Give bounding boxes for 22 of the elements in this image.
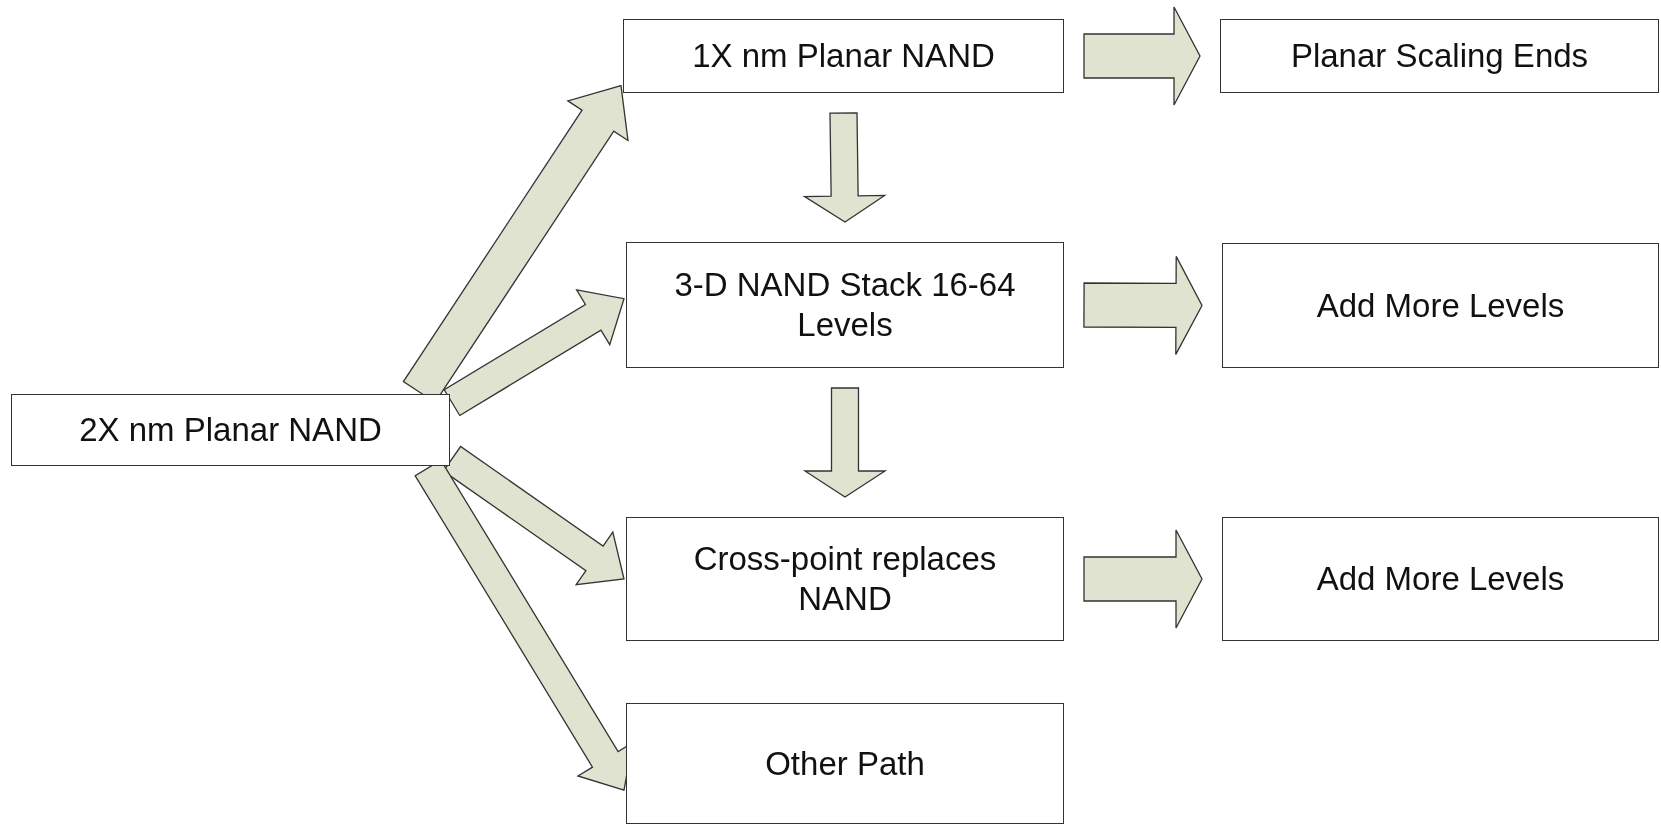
process-box [1222,517,1659,641]
block-arrow [1083,6,1201,106]
block-arrow [443,289,625,417]
block-arrow [802,112,887,223]
process-box [626,242,1064,368]
process-box [623,19,1064,93]
block-arrow [1083,255,1203,356]
process-box [1222,243,1659,368]
process-box [626,517,1064,641]
box-label: Planar Scaling Ends [1289,36,1590,76]
process-box [11,394,450,466]
box-label: 1X nm Planar NAND [691,36,996,76]
box-label: 2X nm Planar NAND [78,410,383,450]
box-label: Other Path [764,743,926,784]
process-box [626,703,1064,824]
box-label: Cross-point replaces NAND [692,539,998,619]
block-arrow [1083,529,1203,629]
box-label: Add More Levels [1315,285,1566,326]
box-label: 3-D NAND Stack 16-64 Levels [673,265,1017,345]
box-label: Add More Levels [1315,559,1566,599]
block-arrow [802,387,888,498]
process-box [1220,19,1659,93]
